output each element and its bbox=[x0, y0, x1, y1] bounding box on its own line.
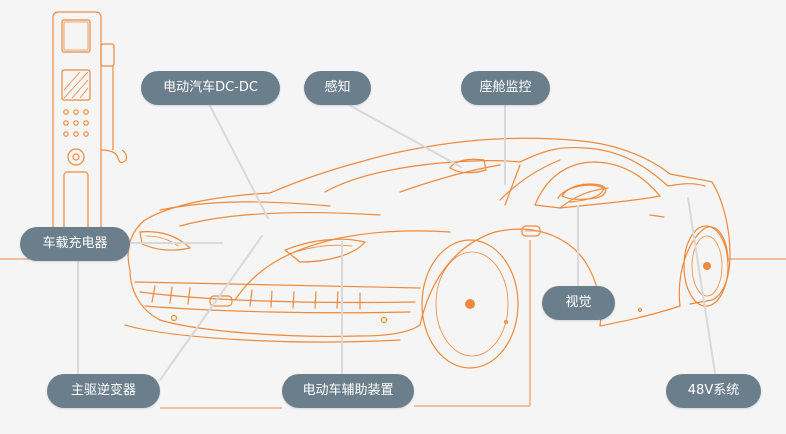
leader-lines bbox=[77, 99, 716, 381]
label-traction-inverter[interactable]: 主驱逆变器 bbox=[47, 374, 160, 408]
label-48v-system[interactable]: 48V系统 bbox=[666, 374, 761, 408]
label-vision[interactable]: 视觉 bbox=[542, 286, 615, 320]
ev-charging-station-icon bbox=[52, 11, 128, 245]
label-traction-inverter-text: 主驱逆变器 bbox=[70, 383, 136, 398]
label-cockpit-monitoring-text: 座舱监控 bbox=[479, 80, 532, 95]
label-vision-text: 视觉 bbox=[565, 295, 592, 310]
sports-car-illustration bbox=[124, 137, 731, 369]
label-onboard-charger[interactable]: 车载充电器 bbox=[20, 227, 130, 261]
label-ev-auxiliary[interactable]: 电动车辅助装置 bbox=[282, 374, 414, 408]
label-ev-auxiliary-text: 电动车辅助装置 bbox=[302, 383, 394, 398]
label-48v-system-text: 48V系统 bbox=[687, 383, 740, 398]
label-perception[interactable]: 感知 bbox=[304, 71, 371, 105]
label-dcdc[interactable]: 电动汽车DC-DC bbox=[141, 71, 280, 105]
label-cockpit-monitoring[interactable]: 座舱监控 bbox=[461, 71, 550, 105]
label-onboard-charger-text: 车载充电器 bbox=[42, 236, 108, 251]
label-perception-text: 感知 bbox=[324, 80, 351, 95]
label-dcdc-text: 电动汽车DC-DC bbox=[163, 80, 258, 95]
